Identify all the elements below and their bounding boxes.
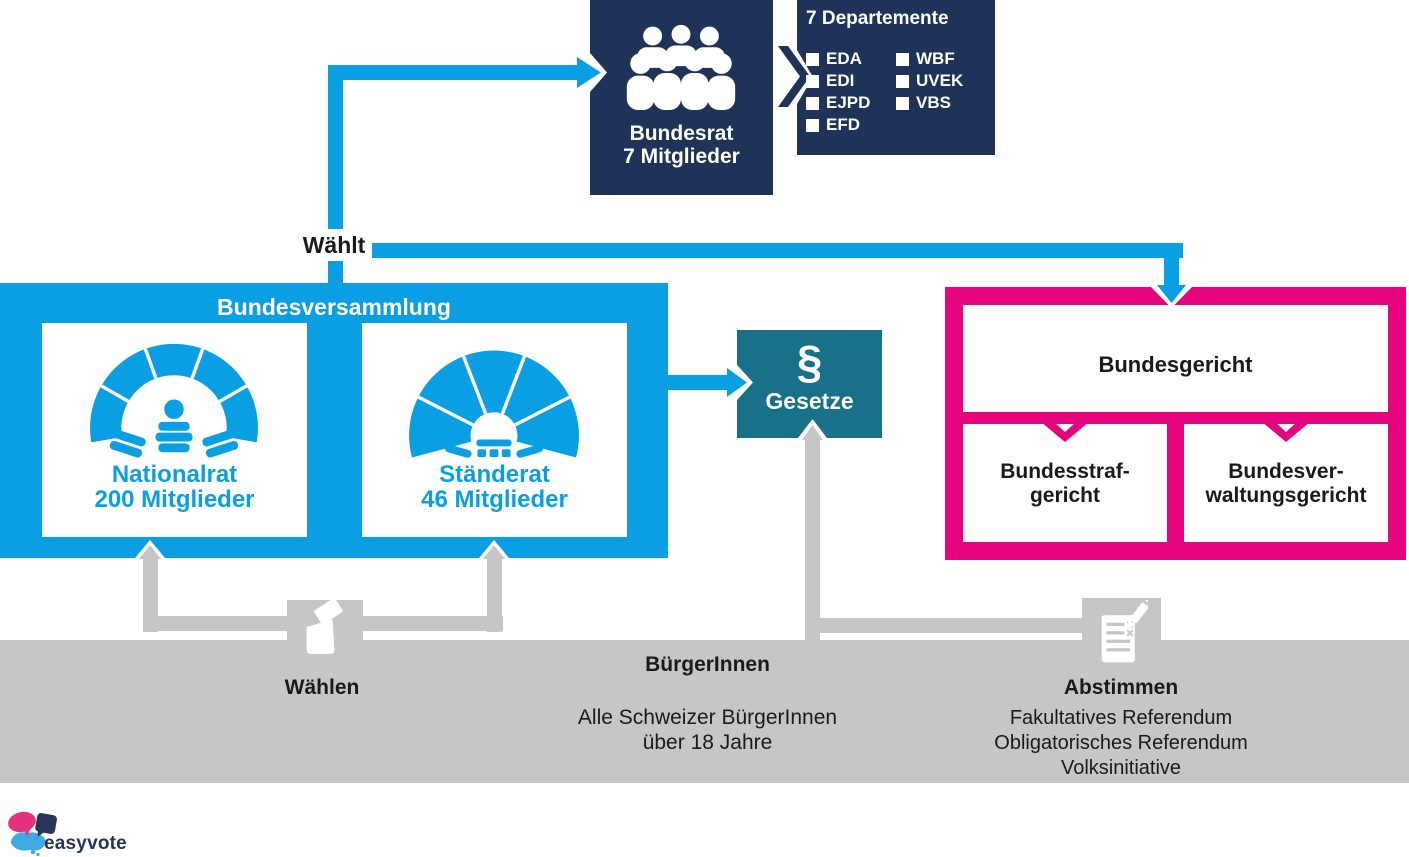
checkbox-icon — [896, 74, 909, 88]
abstimmen-item-volksinitiative: Volksinitiative — [1060, 757, 1182, 779]
nationalrat-hemicycle-icon — [90, 343, 258, 458]
dept-item-wbf: WBF — [896, 48, 963, 70]
bundesstrafgericht-box — [963, 424, 1167, 542]
staenderat-title: Ständerat — [439, 461, 550, 488]
abstimmen-label: Abstimmen — [1063, 676, 1179, 699]
bundesrat-title: Bundesrat 7 Mitglieder — [590, 122, 773, 168]
dept-item-edi: EDI — [806, 70, 870, 92]
bundesstrafgericht-line1: Bundesstraf- — [1000, 460, 1130, 483]
bundesstrafgericht-label: Bundesstraf- gericht — [963, 460, 1167, 508]
bundesrat-title-line: Bundesrat — [629, 122, 734, 145]
dept-item-vbs: VBS — [896, 92, 963, 114]
bundesverwaltungsgericht-line1: Bundesver- — [1228, 460, 1344, 483]
dept-label: UVEK — [916, 71, 964, 90]
dept-label: EDI — [826, 71, 855, 90]
checkbox-icon — [896, 96, 909, 110]
abstimmen-item-obligatorisches-referendum: Obligatorisches Referendum — [994, 732, 1248, 754]
dept-item-uvek: UVEK — [896, 70, 963, 92]
bundesverwaltungsgericht-label: Bundesver- waltungsgericht — [1184, 460, 1388, 508]
bundesversammlung-title: Bundesversammlung — [217, 294, 451, 320]
dept-item-ejpd: EJPD — [806, 92, 870, 114]
bundesrat-people-icon — [626, 24, 736, 110]
paragraph-icon: § — [796, 336, 823, 388]
dept-item-eda: EDA — [806, 48, 870, 70]
gesetze-box: § Gesetze — [737, 330, 882, 438]
citizens-band — [0, 640, 1409, 783]
checkbox-icon — [806, 52, 819, 66]
easyvote-logo-icon — [8, 811, 57, 856]
bundesstrafgericht-line2: gericht — [1029, 484, 1100, 507]
buergerinnen-line1: Alle Schweizer BürgerInnen — [577, 706, 838, 729]
bundesverwaltungsgericht-line2: waltungsgericht — [1205, 484, 1367, 507]
dept-label: EFD — [826, 115, 860, 134]
dept-label: EDA — [826, 49, 862, 68]
buergerinnen-line2: über 18 Jahre — [642, 731, 773, 754]
abstimmen-item-fakultatives-referendum: Fakultatives Referendum — [1009, 707, 1233, 729]
waehlt-label: Wählt — [296, 229, 372, 261]
bundesgericht-box — [963, 305, 1388, 412]
checkbox-icon — [806, 118, 819, 132]
departemente-column-1: EDA EDI EJPD EFD — [806, 48, 870, 136]
staenderat-subtitle: 46 Mitglieder — [421, 486, 568, 513]
dept-label: EJPD — [826, 93, 871, 112]
departemente-title: 7 Departemente — [806, 8, 949, 29]
bundesverwaltungsgericht-box — [1184, 424, 1388, 542]
dept-item-efd: EFD — [806, 114, 870, 136]
checkbox-icon — [896, 52, 909, 66]
vote-document-pencil-icon — [1101, 600, 1148, 663]
checkbox-icon — [806, 74, 819, 88]
nationalrat-subtitle: 200 Mitglieder — [94, 486, 255, 513]
staenderat-hemicycle-icon — [409, 350, 579, 458]
checkbox-icon — [806, 96, 819, 110]
dept-label: WBF — [916, 49, 955, 68]
easyvote-logo-text: easyvote — [44, 833, 127, 854]
bundesgericht-title: Bundesgericht — [1098, 352, 1253, 377]
gesetze-label: Gesetze — [765, 388, 854, 414]
departemente-column-2: WBF UVEK VBS — [896, 48, 963, 114]
nationalrat-label: Nationalrat 200 Mitglieder — [42, 462, 307, 512]
dept-label: VBS — [916, 93, 951, 112]
buergerinnen-title: BürgerInnen — [645, 653, 770, 676]
ballot-box-icon — [306, 598, 343, 654]
waehlen-label: Wählen — [284, 676, 360, 699]
bundesrat-subtitle-line: 7 Mitglieder — [623, 145, 740, 168]
staenderat-label: Ständerat 46 Mitglieder — [362, 462, 627, 512]
nationalrat-title: Nationalrat — [111, 461, 238, 488]
